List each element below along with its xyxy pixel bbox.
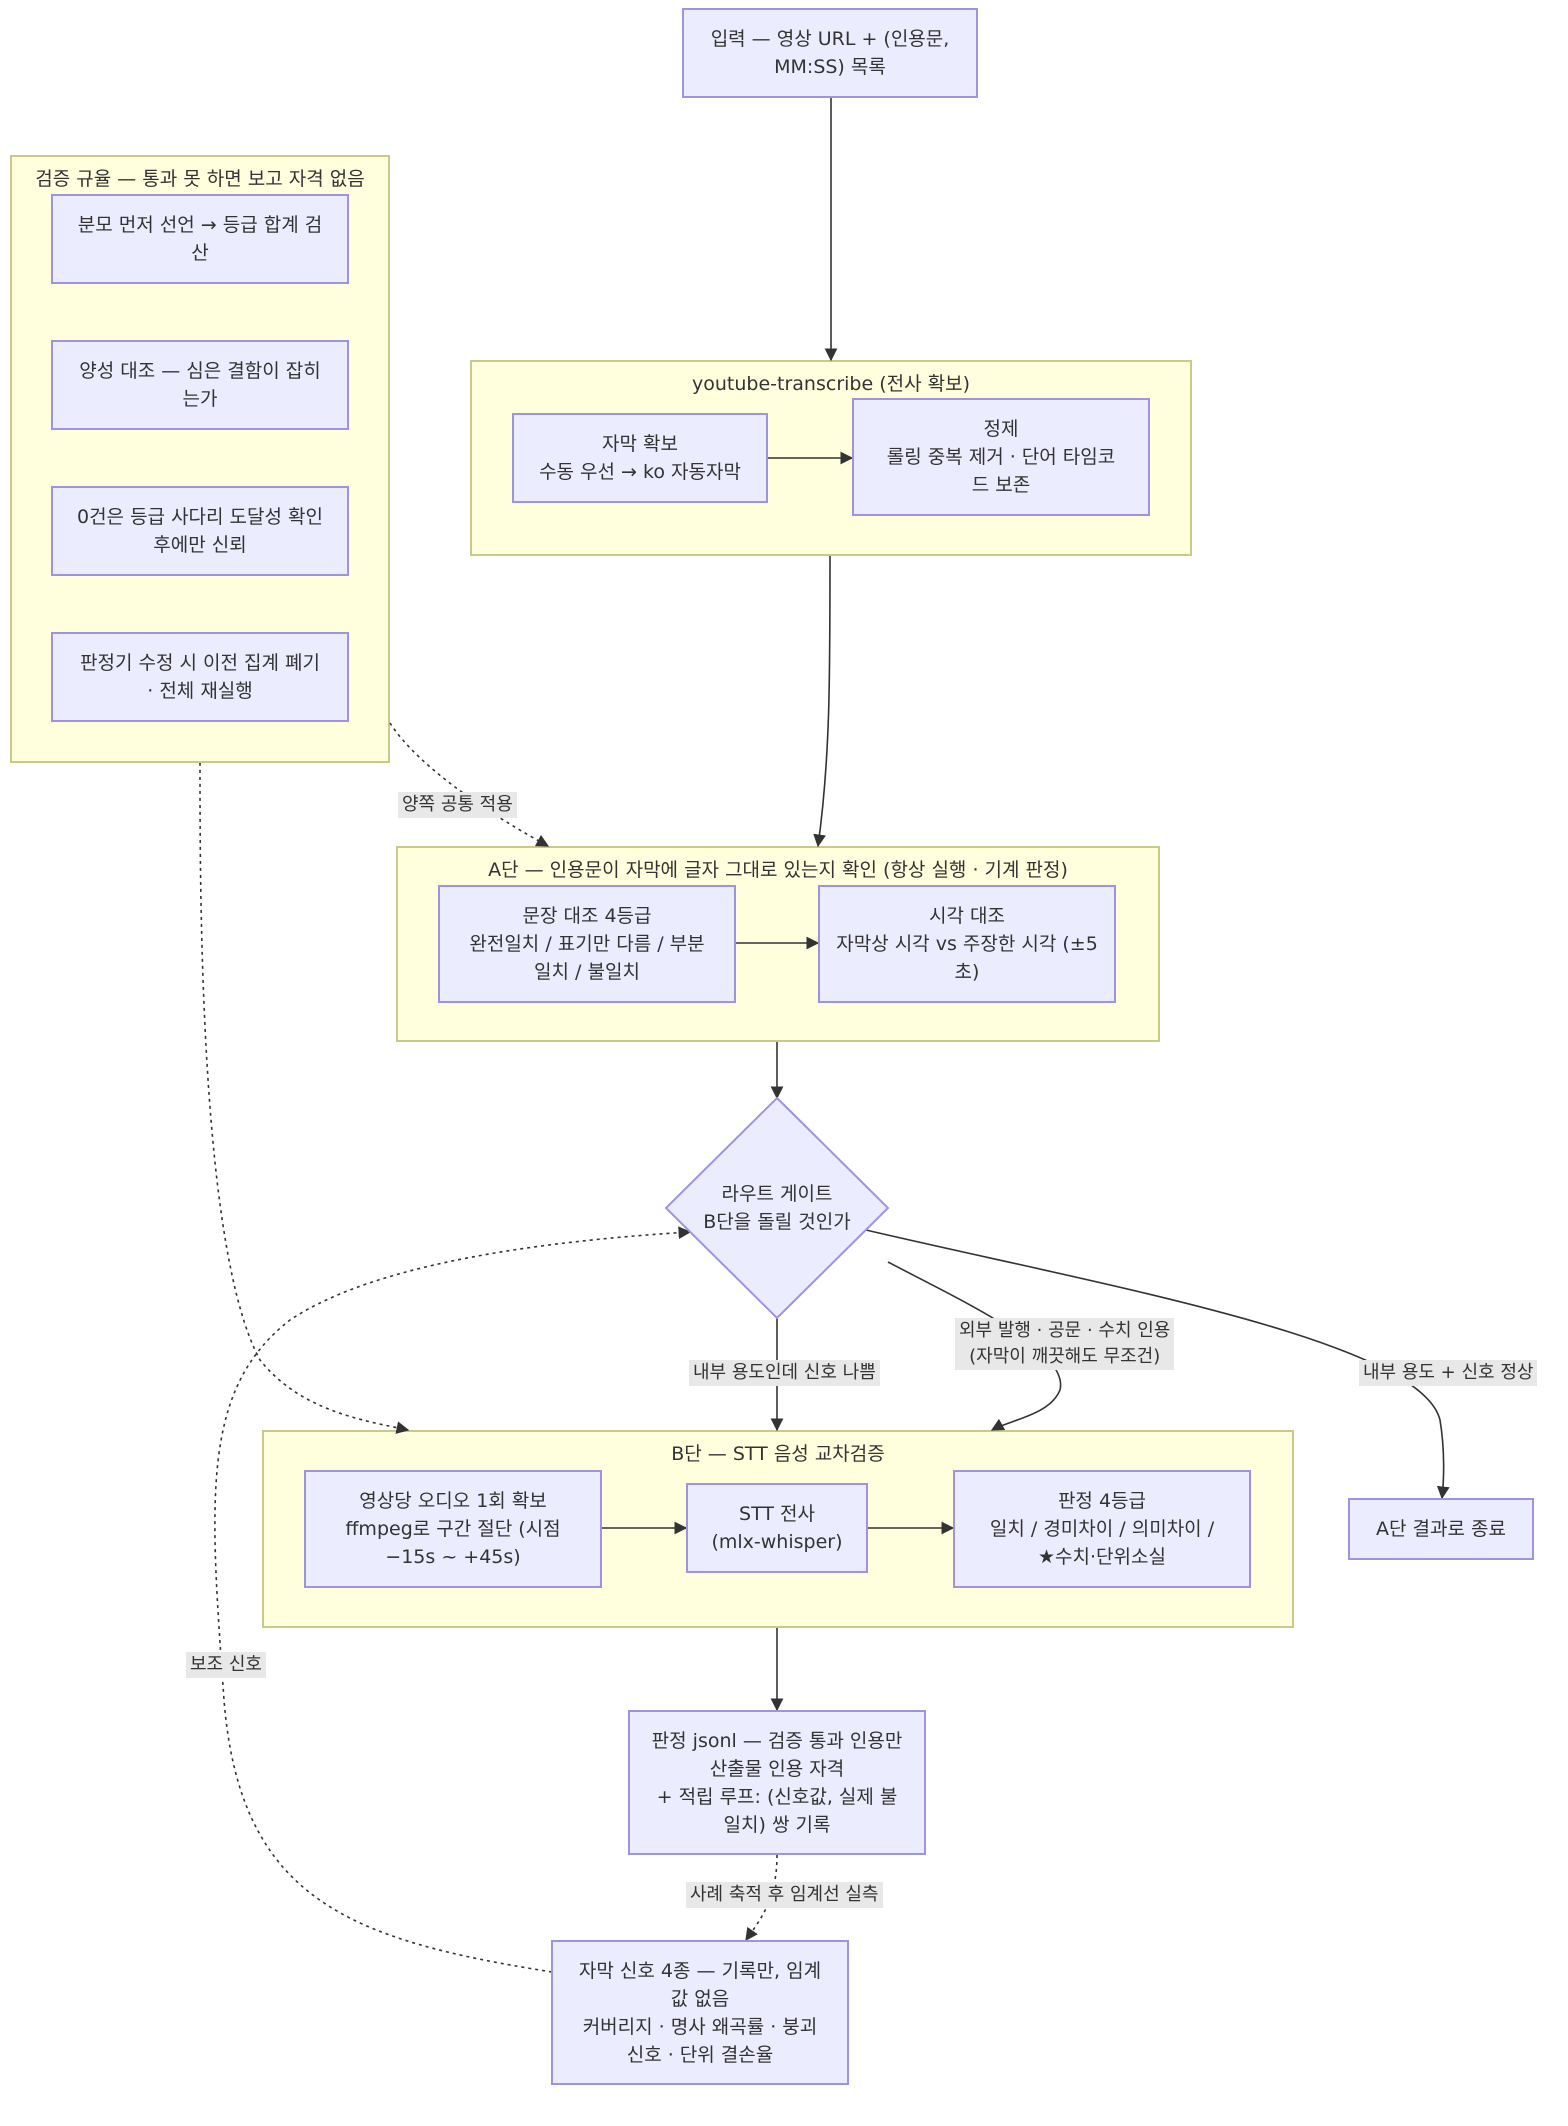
node-text: 신호 · 단위 결손율 [626,2043,774,2066]
node-text: 판정 4등급 [1057,1490,1147,1512]
node-text: 산 [191,242,209,264]
cluster-title: youtube-transcribe (전사 확보) [692,373,970,395]
cluster-title: 검증 규율 — 통과 못 하면 보고 자격 없음 [35,168,365,190]
edge-gate-external [887,1261,1062,1431]
node-text: 문장 대조 4등급 [522,905,652,927]
node-text: 롤링 중복 제거 · 단어 타임코 [886,446,1116,468]
node-text: 초) [954,961,980,983]
node-text: B단을 돌릴 것인가 [703,1211,851,1233]
edge-label-aux-signal: 보조 신호 [186,1652,266,1678]
node-text: 영상당 오디오 1회 확보 [359,1490,547,1512]
node-text: 정제 [983,418,1019,440]
rule-rerun-node: 판정기 수정 시 이전 집계 폐기 · 전체 재실행 [51,632,349,722]
node-text: 0건은 등급 사다리 도달성 확인 [76,506,323,528]
edge-transcribe-to-a-stage [813,555,831,848]
node-text: STT 전사 [739,1503,815,1525]
node-text: 산출물 인용 자격 [709,1757,845,1780]
node-text: 분모 먼저 선언 → 등급 합계 검 [77,214,323,236]
node-text: 커버리지 · 명사 왜곡률 · 붕괴 [582,2015,818,2038]
edge-label-text: (자막이 깨끗해도 무조건) [969,1346,1161,1367]
node-text: 양성 대조 — 심은 결함이 잡히 [79,360,321,382]
node-text: ffmpeg로 구간 절단 (시점 [345,1518,561,1540]
route-gate-label: 라우트 게이트 B단을 돌릴 것인가 [677,1180,877,1236]
node-text: (mlx-whisper) [711,1531,843,1553]
node-text: 자막상 시각 vs 주장한 시각 (±5 [836,933,1098,955]
node-text: ★수치·단위소실 [1038,1546,1166,1568]
a-end-node: A단 결과로 종료 [1348,1498,1534,1560]
edge-gate-internal-ok [865,1229,1450,1500]
node-text: A단 결과로 종료 [1376,1518,1506,1540]
input-node: 입력 — 영상 URL + (인용문, MM:SS) 목록 [682,8,978,98]
stt-node: STT 전사 (mlx-whisper) [686,1483,868,1573]
edge-jsonl-to-signals [745,1854,778,1942]
node-text: · 전체 재실행 [147,680,253,702]
edge-label-internal-ok: 내부 용도 + 신호 정상 [1359,1360,1538,1386]
node-text: 자막 확보 [602,433,678,455]
node-text: 일치 / 불일치 [534,961,640,983]
node-text: 라우트 게이트 [721,1183,833,1205]
node-text: 입력 — 영상 URL + (인용문, [710,28,950,50]
node-text: + 적립 루프: (신호값, 실제 불 [656,1785,898,1808]
node-text: 값 없음 [670,1987,730,2010]
edge-label-both-apply: 양쪽 공통 적용 [398,792,517,818]
node-text: 판정 jsonl — 검증 통과 인용만 [651,1729,903,1752]
edge-label-text: 외부 발행 · 공문 · 수치 인용 [959,1320,1171,1341]
node-text: −15s ~ +45s) [385,1546,521,1568]
node-text: 일치 / 경미차이 / 의미차이 / [989,1518,1215,1540]
route-gate-diamond [664,1096,890,1320]
node-text: 는가 [182,388,218,410]
node-text: 수동 우선 → ko 자동자막 [539,461,741,483]
node-text: 후에만 신뢰 [153,534,247,556]
edge-signals-to-gate [214,1226,692,1973]
edge-label-internal-bad: 내부 용도인데 신호 나쁨 [689,1360,880,1386]
edge-label-external: 외부 발행 · 공문 · 수치 인용 (자막이 깨끗해도 무조건) [955,1318,1175,1370]
edge-rules-to-a-stage [389,722,550,847]
node-text: 드 보존 [971,474,1031,496]
node-text: 판정기 수정 시 이전 집계 폐기 [80,652,320,674]
edge-rules-to-b-stage [199,762,410,1434]
cluster-title: B단 — STT 음성 교차검증 [671,1443,885,1465]
edge-label-accumulate: 사례 축적 후 임계선 실측 [686,1882,883,1908]
node-text: 시각 대조 [929,905,1005,927]
audio-cut-node: 영상당 오디오 1회 확보 ffmpeg로 구간 절단 (시점 −15s ~ +45… [304,1470,602,1588]
node-text: 일치) 쌍 기록 [723,1813,831,1836]
node-text: 자막 신호 4종 — 기록만, 임계 [578,1959,822,1982]
cluster-title: A단 — 인용문이 자막에 글자 그대로 있는지 확인 (항상 실행 · 기계 … [488,859,1068,881]
node-text: 완전일치 / 표기만 다름 / 부분 [469,933,705,955]
node-text: MM:SS) 목록 [774,56,886,78]
